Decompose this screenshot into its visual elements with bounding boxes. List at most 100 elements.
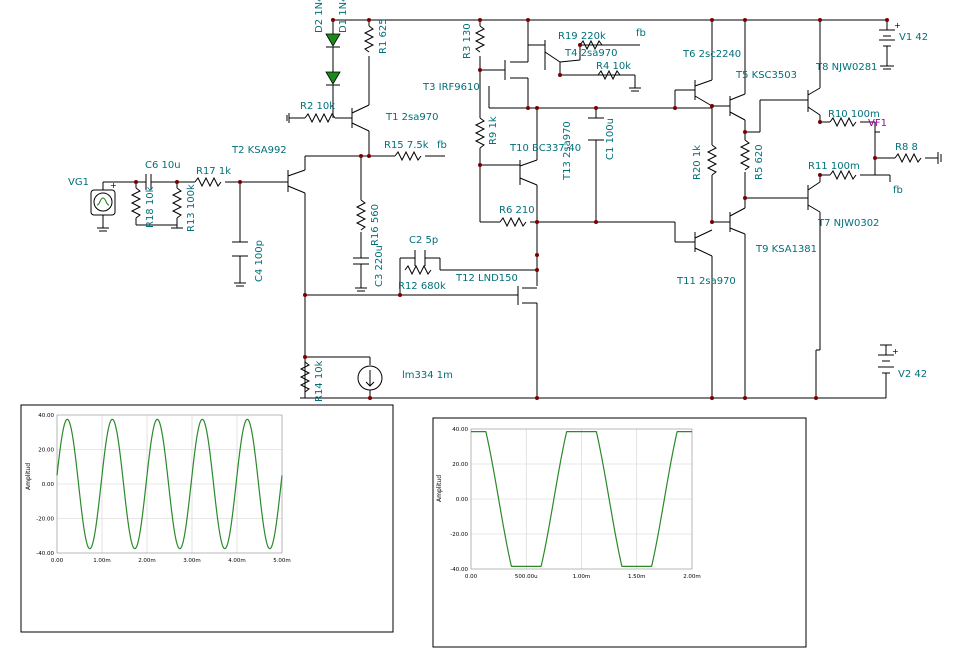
label-t2: T2 KSA992 (231, 145, 287, 156)
resistor-r5 (739, 139, 751, 171)
resistor-r19 (579, 39, 603, 51)
label-c4: C4 100p (254, 240, 265, 282)
waveform-series (471, 431, 692, 567)
label-r2: R2 10k (300, 101, 335, 112)
label-r10: R10 100m (828, 109, 880, 120)
ground-symbols (97, 87, 942, 292)
label-r11: R11 100m (808, 161, 860, 172)
resistor-r20 (706, 144, 718, 176)
label-c3: C3 220u (374, 245, 385, 287)
label-d2: D2 1N4148 (314, 0, 325, 33)
label-r19: R19 220k (558, 31, 606, 42)
label-r3: R3 130 (462, 23, 473, 59)
capacitor-c1 (588, 117, 604, 141)
resistor-r10 (829, 116, 857, 128)
y-tick-label: -40.00 (450, 567, 468, 573)
resistor-r4 (597, 69, 621, 81)
label-r8: R8 8 (895, 142, 918, 153)
signal-source-vg1: + (90, 181, 117, 216)
label-r13: R13 100k (186, 184, 197, 232)
y-tick-label: 20.00 (452, 462, 468, 468)
plot-2-ylabel: Amplitud (436, 475, 443, 502)
x-tick-label: 0.00 (51, 558, 64, 564)
resistor-r12 (404, 264, 432, 276)
label-r5: R5 620 (754, 144, 765, 180)
resistor-r16 (355, 199, 367, 231)
resistor-r1 (363, 25, 375, 53)
capacitor-c2 (414, 250, 426, 266)
y-tick-label: -20.00 (450, 532, 468, 538)
resistor-r6 (499, 216, 527, 228)
diode-d1 (325, 71, 341, 85)
ground-icon (629, 87, 641, 92)
capacitor-c6 (140, 174, 156, 190)
label-t10: T10 BC337-40 (509, 143, 581, 154)
label-t12: T12 LND150 (455, 273, 518, 284)
label-r4: R4 10k (596, 61, 631, 72)
label-vg1: VG1 (68, 177, 89, 188)
label-fb-1: fb (437, 140, 447, 151)
x-tick-label: 1.00m (573, 574, 591, 580)
x-tick-label: 3.00m (183, 558, 201, 564)
label-r12: R12 680k (398, 281, 446, 292)
label-t8: T8 NJW0281 (815, 62, 877, 73)
current-source-im334 (357, 365, 383, 391)
component-labels: D2 1N4148 D1 1N4148 R1 625 R2 10k T1 2sa… (68, 0, 928, 402)
y-tick-label: 40.00 (452, 427, 468, 433)
schematic-wires (102, 19, 938, 399)
junction-dots (134, 18, 889, 400)
plot-frame (470, 428, 693, 570)
ground-icon (937, 152, 942, 164)
resistor-r9 (474, 117, 486, 149)
resistor-r8 (894, 152, 922, 164)
resistor-r15 (394, 150, 422, 162)
diodes (325, 33, 341, 95)
label-r18: R18 10k (145, 186, 156, 228)
label-r17: R17 1k (196, 166, 231, 177)
x-tick-label: 4.00m (228, 558, 246, 564)
y-tick-label: -20.00 (36, 517, 54, 523)
label-v1-plus: + (894, 21, 901, 30)
y-tick-label: 0.00 (456, 497, 469, 503)
x-tick-label: 1.50m (628, 574, 646, 580)
ground-icon (286, 113, 295, 123)
label-c2: C2 5p (409, 235, 438, 246)
x-tick-label: 1.00m (93, 558, 111, 564)
resistor-r18 (130, 187, 142, 219)
y-tick-label: 20.00 (38, 448, 54, 454)
resistor-r2 (304, 112, 336, 124)
resistor-r11 (829, 169, 857, 181)
ground-icon (234, 280, 246, 287)
label-r14: R14 10k (314, 360, 325, 402)
capacitor-c4 (232, 241, 248, 257)
plot-frame (56, 414, 283, 554)
battery-v1 (879, 29, 895, 70)
diode-d2 (325, 33, 341, 47)
ground-icon (171, 225, 183, 229)
resistor-r13 (171, 187, 183, 219)
label-t13: T13 2sa970 (562, 121, 573, 181)
ground-icon (97, 225, 109, 232)
label-t6: T6 2sc2240 (682, 49, 741, 60)
label-c1: C1 100u (605, 118, 616, 160)
label-t5: T5 KSC3503 (735, 70, 797, 81)
x-tick-label: 2.00m (138, 558, 156, 564)
ground-icon (355, 285, 367, 292)
label-v2-plus: + (892, 347, 899, 356)
label-vf1: VF1 (868, 118, 887, 129)
label-r1: R1 625 (378, 18, 389, 54)
resistor-r3 (474, 25, 486, 53)
label-r9: R9 1k (488, 116, 499, 145)
label-r6: R6 210 (499, 205, 535, 216)
battery-v2 (878, 344, 894, 383)
label-d1: D1 1N4148 (338, 0, 349, 33)
resistor-r14 (299, 361, 311, 393)
label-r15: R15 7.5k (384, 140, 429, 151)
x-tick-label: 500.00u (515, 574, 538, 580)
plot-1-ylabel: Amplitud (25, 463, 32, 490)
